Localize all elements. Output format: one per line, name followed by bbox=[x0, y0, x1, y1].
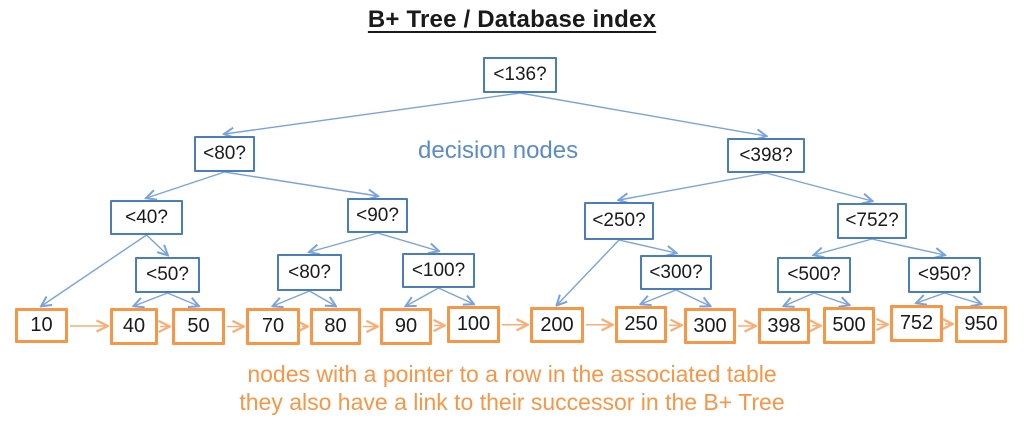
leaf-node-300: 300 bbox=[684, 308, 736, 344]
leaf-node-500: 500 bbox=[823, 307, 875, 344]
decision-node-80: <80? bbox=[277, 254, 342, 291]
decision-node-300: <300? bbox=[640, 255, 712, 290]
decision-node-398: <398? bbox=[727, 138, 805, 173]
edge-d80b-l70 bbox=[273, 290, 310, 306]
decision-node-40: <40? bbox=[110, 200, 183, 235]
leaf-node-398: 398 bbox=[758, 308, 810, 344]
decision-node-250: <250? bbox=[584, 202, 654, 240]
edge-d100-l90 bbox=[406, 287, 439, 306]
leaf-node-250: 250 bbox=[615, 306, 667, 343]
edge-d136-d398 bbox=[519, 92, 766, 136]
edge-d50-l40 bbox=[134, 292, 168, 306]
edge-d250-l200 bbox=[557, 239, 620, 305]
decision-node-90: <90? bbox=[347, 198, 408, 233]
edge-d90-d100 bbox=[377, 232, 439, 251]
edge-d250-d300 bbox=[618, 239, 676, 253]
edge-d80-d40 bbox=[147, 171, 225, 198]
leaf-node-50: 50 bbox=[172, 308, 225, 345]
decision-nodes-label: decision nodes bbox=[418, 137, 579, 164]
edge-d752-d950 bbox=[871, 238, 945, 255]
edge-d950-l752 bbox=[917, 292, 945, 303]
leaf-node-80: 80 bbox=[310, 308, 361, 345]
edge-d50-l50 bbox=[167, 292, 199, 306]
leaf-node-40: 40 bbox=[110, 308, 158, 345]
edge-d398-d752 bbox=[765, 172, 872, 201]
leaf-node-10: 10 bbox=[15, 308, 68, 343]
page-title: B+ Tree / Database index bbox=[367, 6, 657, 33]
caption-line-1: nodes with a pointer to a row in the ass… bbox=[247, 361, 777, 387]
decision-node-50: <50? bbox=[135, 257, 200, 293]
caption: nodes with a pointer to a row in the ass… bbox=[0, 360, 1024, 416]
decision-node-752: <752? bbox=[837, 203, 907, 239]
leaf-node-752: 752 bbox=[890, 305, 943, 342]
edge-d90-d80b bbox=[310, 232, 378, 252]
edge-d136-d80 bbox=[225, 92, 521, 134]
edge-d300-l250 bbox=[641, 289, 677, 304]
edge-d500-l500 bbox=[813, 292, 849, 305]
edge-d398-d250 bbox=[619, 172, 767, 200]
edge-d500-l398 bbox=[784, 292, 815, 306]
edge-d950-l950 bbox=[944, 292, 982, 304]
decision-node-100: <100? bbox=[402, 253, 475, 288]
edge-d100-l100 bbox=[438, 287, 474, 304]
edge-d300-l300 bbox=[675, 289, 710, 306]
decision-node-136: <136? bbox=[483, 57, 557, 93]
edge-d40-d50 bbox=[146, 234, 168, 255]
decision-node-500: <500? bbox=[777, 257, 851, 293]
leaf-node-70: 70 bbox=[246, 308, 300, 345]
decision-node-80: <80? bbox=[194, 136, 255, 172]
leaf-node-950: 950 bbox=[955, 306, 1007, 343]
decision-node-950: <950? bbox=[908, 257, 981, 293]
edge-d40-l10 bbox=[42, 234, 147, 306]
edge-d752-d500 bbox=[814, 238, 873, 255]
leaf-node-100: 100 bbox=[447, 306, 500, 343]
edge-d80-d90 bbox=[224, 171, 378, 196]
leaf-node-90: 90 bbox=[380, 308, 432, 345]
leaf-node-200: 200 bbox=[530, 307, 584, 343]
edge-d80b-l80 bbox=[309, 290, 336, 306]
caption-line-2: they also have a link to their successor… bbox=[239, 389, 785, 415]
